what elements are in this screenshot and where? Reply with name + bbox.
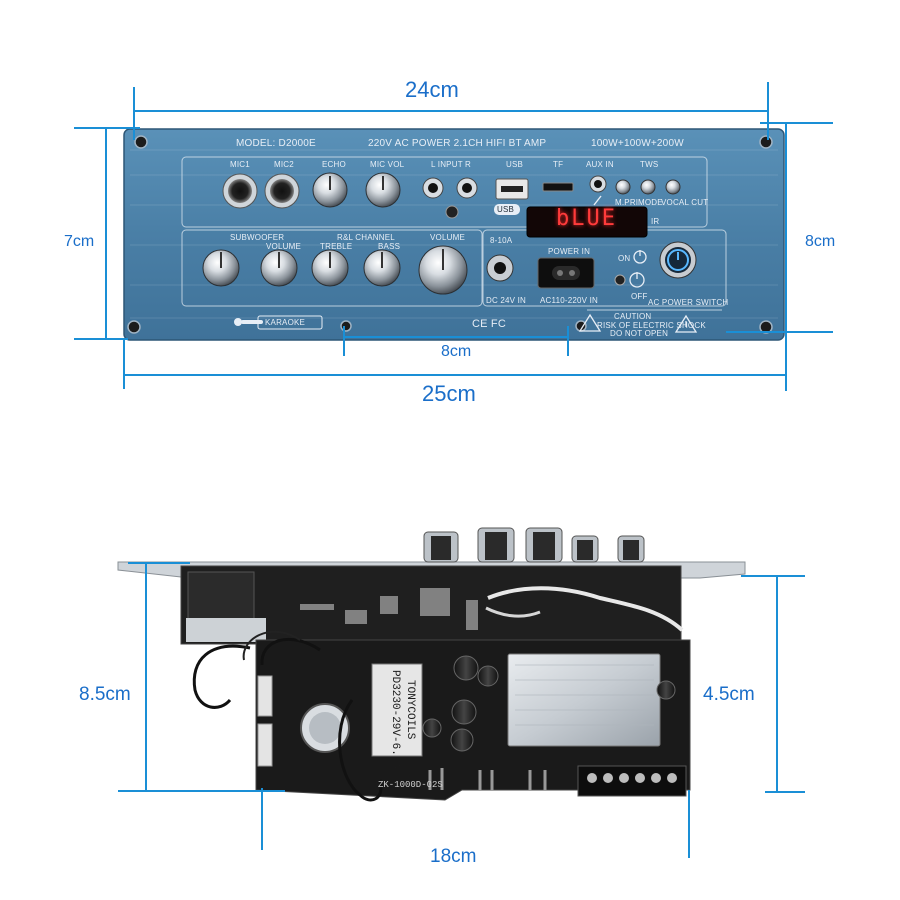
- volume-sub-label: VOLUME: [266, 242, 301, 251]
- dimension-rear-height: 4.5cm: [703, 684, 755, 705]
- caution-label: CAUTION: [614, 312, 652, 321]
- panel-screw-small: [445, 205, 459, 219]
- ac-switch-label: AC POWER SWITCH: [648, 298, 729, 307]
- caution-line2: DO NOT OPEN: [610, 329, 669, 338]
- treble-label: TREBLE: [320, 242, 353, 251]
- usb-port[interactable]: [495, 178, 529, 200]
- fin-heatsinks: [257, 675, 273, 767]
- transformer: [371, 663, 423, 757]
- led-display: [526, 206, 648, 238]
- certification-marks: CE FC: [472, 318, 506, 330]
- usb-badge-label: USB: [497, 205, 515, 214]
- dimension-top-width: 24cm: [405, 77, 459, 102]
- vocal-cut-label: VOCAL CUT: [661, 198, 709, 207]
- fuse-label: 8-10A: [490, 236, 513, 245]
- transformer-label-2: TONYCOILS: [404, 680, 416, 740]
- dimension-bottom-width: 25cm: [422, 381, 476, 406]
- mic-vol-knob[interactable]: [365, 172, 401, 208]
- volume-main-label: VOLUME: [430, 233, 465, 242]
- dimension-hole-spacing: 8cm: [441, 343, 472, 360]
- mode-label: MODE: [638, 198, 663, 207]
- spec-label: 220V AC POWER 2.1CH HIFI BT AMP: [368, 138, 547, 149]
- line-input-label: L INPUT R: [431, 160, 472, 169]
- tf-label: TF: [553, 160, 564, 169]
- main-volume-knob[interactable]: [418, 245, 468, 295]
- indicator-led: [614, 274, 626, 286]
- tf-card-slot[interactable]: [542, 182, 574, 192]
- bass-label: BASS: [378, 242, 401, 251]
- dimension-left-height: 7cm: [64, 233, 95, 250]
- rl-channel-label: R&L CHANNEL: [337, 233, 395, 242]
- echo-knob[interactable]: [312, 172, 348, 208]
- karaoke-label: KARAOKE: [265, 318, 306, 327]
- large-capacitor: [300, 703, 350, 753]
- dc-in-label: DC 24V IN: [486, 296, 527, 305]
- karaoke-badge-frame: [257, 315, 323, 330]
- transformer-label-1: PD3230-29V-6.5A: [389, 670, 401, 770]
- mic2-jack[interactable]: [264, 173, 300, 209]
- mic1-label: MIC1: [230, 160, 250, 169]
- dimension-board-height: 8.5cm: [79, 684, 131, 705]
- power-in-label: POWER IN: [548, 247, 591, 256]
- caution-line1: RISK OF ELECTRIC SHOCK: [597, 321, 706, 330]
- tws-label: TWS: [640, 160, 659, 169]
- aux-in-label: AUX IN: [586, 160, 614, 169]
- ac-power-switch[interactable]: [659, 241, 697, 279]
- led-display-text: bLUE: [556, 206, 617, 231]
- pcb-code-label: ZK-1000D-02S: [378, 780, 443, 790]
- prev-button[interactable]: [615, 179, 631, 195]
- line-input-right-jack[interactable]: [456, 177, 478, 199]
- dc-in-jack[interactable]: [486, 254, 514, 282]
- bass-knob[interactable]: [363, 249, 401, 287]
- power-on-icon: [633, 250, 647, 264]
- play-pause-button[interactable]: [640, 179, 656, 195]
- model-label: MODEL: D2000E: [236, 138, 316, 149]
- front-panel: [123, 128, 785, 341]
- note-icon: [593, 195, 602, 206]
- usb-badge-shape: [494, 204, 520, 215]
- off-label: OFF: [631, 292, 648, 301]
- volume-knob[interactable]: [260, 249, 298, 287]
- next-button[interactable]: [665, 179, 681, 195]
- capacitors: [422, 655, 676, 752]
- mic1-jack[interactable]: [222, 173, 258, 209]
- power-off-icon: [629, 272, 645, 288]
- line-input-left-jack[interactable]: [422, 177, 444, 199]
- ac-power-inlet[interactable]: [537, 257, 595, 289]
- subwoofer-label: SUBWOOFER: [230, 233, 285, 242]
- usb-label: USB: [506, 160, 524, 169]
- heatsink: [507, 653, 661, 747]
- rear-jacks: [423, 527, 645, 563]
- ac-in-label: AC110-220V IN: [540, 296, 599, 305]
- warning-icon: [578, 313, 698, 333]
- echo-label: ECHO: [322, 160, 346, 169]
- dimension-board-depth: 18cm: [430, 846, 477, 867]
- treble-knob[interactable]: [311, 249, 349, 287]
- mic2-label: MIC2: [274, 160, 294, 169]
- power-rating-label: 100W+100W+200W: [591, 138, 684, 149]
- dimension-lines: [74, 82, 833, 858]
- ir-label: IR: [651, 217, 660, 226]
- subwoofer-volume-knob[interactable]: [202, 249, 240, 287]
- m-pri-label: M.PRI: [615, 198, 639, 207]
- on-label: ON: [618, 254, 631, 263]
- dimension-right-height: 8cm: [805, 233, 836, 250]
- pcb-side-view: [117, 527, 746, 802]
- aux-in-jack[interactable]: [589, 175, 607, 193]
- mic-vol-label: MIC VOL: [370, 160, 405, 169]
